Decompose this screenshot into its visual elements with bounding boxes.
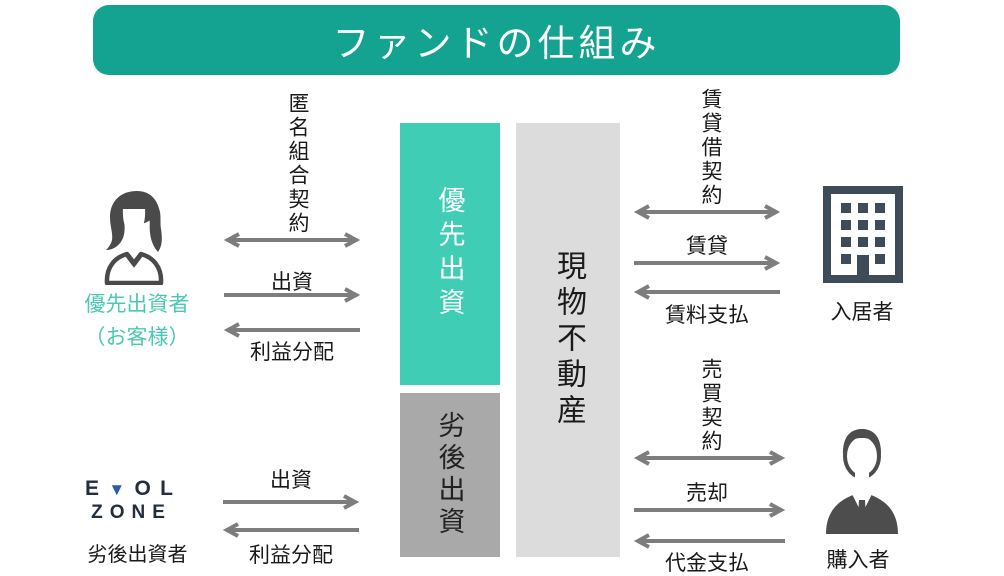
left-arrow-icon bbox=[634, 284, 780, 300]
left-arrow-icon bbox=[224, 322, 360, 338]
lease-label: 賃貸 bbox=[686, 235, 728, 258]
subordinate-investor-label: 劣後出資者 bbox=[87, 544, 188, 566]
subordinate-investment-label: 劣後出資 bbox=[434, 411, 465, 539]
double-arrow-icon bbox=[224, 232, 360, 248]
anonymous-partnership-contract-label: 匿名組合契約 bbox=[286, 92, 309, 236]
evol-zone-logo-line2: ZONE bbox=[91, 502, 172, 523]
investment-label: 出資 bbox=[271, 271, 313, 294]
payment-label: 代金支払 bbox=[665, 552, 749, 575]
evol-zone-logo-line1: E ▼ O L bbox=[85, 477, 173, 501]
double-arrow-icon bbox=[634, 204, 780, 220]
left-arrow-icon bbox=[223, 522, 359, 538]
resident-label: 入居者 bbox=[830, 301, 894, 324]
priority-investment-label: 優先出資 bbox=[434, 186, 465, 322]
logo-letter-l: L bbox=[160, 477, 173, 500]
page-title: ファンドの仕組み bbox=[93, 5, 900, 75]
buyer-label: 購入者 bbox=[826, 549, 890, 572]
right-arrow-icon bbox=[224, 287, 360, 303]
investment-label: 出資 bbox=[270, 469, 312, 492]
priority-investor-label-line2: （お客様） bbox=[84, 326, 190, 349]
priority-investment-box: 優先出資 bbox=[400, 123, 500, 385]
profit-distribution-label: 利益分配 bbox=[250, 341, 334, 364]
sales-contract-label: 売買契約 bbox=[699, 358, 722, 454]
profit-distribution-label: 利益分配 bbox=[249, 544, 333, 567]
logo-triangle-v-icon: ▼ bbox=[108, 479, 126, 499]
double-arrow-icon bbox=[634, 450, 785, 466]
evol-zone-logo: E ▼ O L ZONE bbox=[85, 477, 173, 524]
physical-property-box: 現物不動産 bbox=[516, 123, 620, 557]
physical-property-label: 現物不動産 bbox=[552, 250, 585, 430]
sale-label: 売却 bbox=[686, 482, 728, 505]
right-arrow-icon bbox=[634, 502, 785, 518]
woman-icon bbox=[92, 189, 176, 290]
right-arrow-icon bbox=[223, 494, 359, 510]
lease-contract-label: 賃貸借契約 bbox=[699, 88, 722, 208]
priority-investor-label: 優先出資者 （お客様） bbox=[57, 288, 217, 354]
left-arrow-icon bbox=[634, 533, 785, 549]
logo-letter-e: E bbox=[85, 477, 100, 500]
right-arrow-icon bbox=[634, 255, 780, 271]
priority-investor-label-line1: 優先出資者 bbox=[84, 293, 190, 316]
man-icon bbox=[820, 424, 904, 539]
subordinate-investment-box: 劣後出資 bbox=[400, 393, 500, 557]
logo-letter-o: O bbox=[134, 477, 151, 500]
building-icon bbox=[823, 186, 903, 288]
rent-payment-label: 賃料支払 bbox=[665, 304, 749, 327]
